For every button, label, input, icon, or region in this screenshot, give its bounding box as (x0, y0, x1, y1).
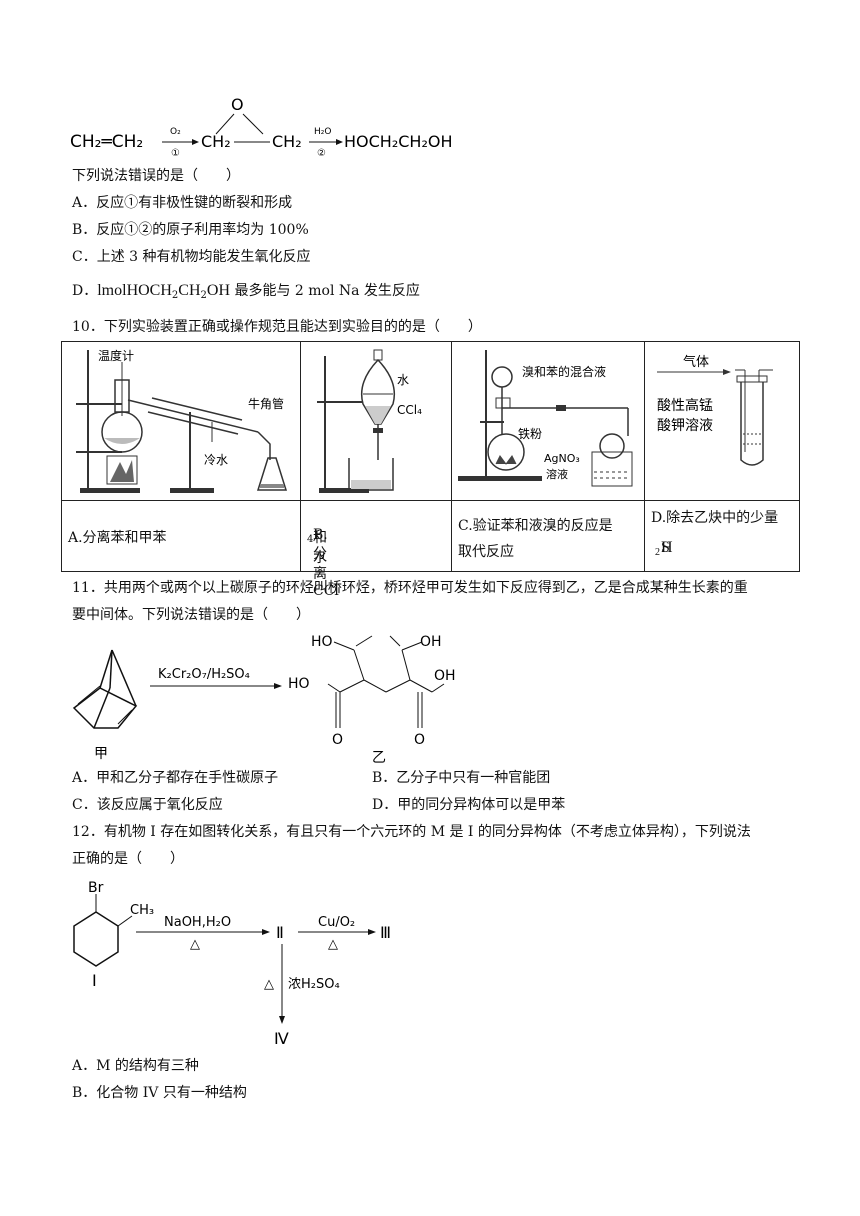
reagent-h2o: H₂O (314, 127, 331, 137)
gas-washing-figure: 气体 酸性高锰 酸钾溶液 (657, 354, 773, 466)
q9-option-b: B．反应①②的原子利用率均为 100% (72, 222, 309, 238)
label-water: 水 (397, 373, 409, 387)
caption-c-line1: C.验证苯和液溴的反应是 (458, 518, 613, 534)
q12-stem-line1: 12．有机物 I 存在如图转化关系，有且只有一个六元环的 M 是 I 的同分异构… (72, 824, 751, 840)
apparatus-b-cell: 水 CCl₄ (300, 341, 452, 501)
q9-option-a: A．反应①有非极性键的断裂和形成 (72, 195, 293, 211)
step-2-label: ② (317, 148, 326, 158)
q11-option-d: D．甲的同分异构体可以是甲苯 (372, 797, 566, 813)
reagent-h2so4: 浓H₂SO₄ (288, 977, 340, 992)
caption-a-cell: A.分离苯和甲苯 (61, 500, 301, 572)
step-1-label: ① (171, 148, 180, 158)
separatory-funnel-figure: 水 CCl₄ (317, 349, 422, 493)
label-jia: 甲 (94, 746, 108, 762)
label-compound-I: I (92, 971, 97, 990)
q9-reaction-scheme: CH₂═CH₂ O₂ ① O CH₂ CH₂ H₂O ② HOCH₂CH₂OH (70, 95, 452, 158)
oh-label-right: OH (434, 668, 456, 684)
q9-option-c: C．上述 3 种有机物均能发生氧化反应 (72, 249, 311, 265)
q11-option-b: B．乙分子中只有一种官能团 (372, 770, 551, 786)
reagent-o2: O₂ (170, 127, 181, 137)
label-br: Br (88, 880, 104, 896)
caption-c-line2: 取代反应 (458, 544, 514, 560)
reagent-naoh: NaOH,H₂O (164, 915, 231, 930)
heat-symbol-2: △ (328, 937, 338, 952)
epoxide-ch2-right: CH₂ (272, 132, 302, 151)
caption-d-line1: D.除去乙炔中的少量 (651, 510, 779, 526)
q11-option-c: C．该反应属于氧化反应 (72, 797, 223, 813)
label-iron-powder: 铁粉 (518, 427, 542, 441)
label-thermometer: 温度计 (98, 348, 134, 363)
q11-stem-line2: 要中间体。下列说法错误的是（ ） (72, 607, 310, 623)
heat-symbol-1: △ (190, 937, 200, 952)
apparatus-c-cell: 溴和苯的混合液 铁粉 AgNO₃ 溶液 (451, 341, 645, 501)
q12-option-b: B．化合物 IV 只有一种结构 (72, 1085, 247, 1101)
q12-stem-line2: 正确的是（ ） (72, 851, 184, 867)
label-ccl4: CCl₄ (397, 403, 422, 417)
label-cold-water: 冷水 (204, 453, 228, 467)
ethylene-formula: CH₂═CH₂ (70, 132, 143, 152)
q11-stem-line1: 11．共用两个或两个以上碳原子的环烃叫桥环烃，桥环烃甲可发生如下反应得到乙，乙是… (72, 580, 748, 596)
q10-apparatus-table: 温度计 冷水 牛角管 (61, 341, 800, 599)
reagent-cu-o2: Cu/O₂ (318, 915, 355, 930)
oh-label-top-right: OH (420, 634, 442, 650)
apparatus-a-cell: 温度计 冷水 牛角管 (61, 341, 301, 501)
label-agno3: AgNO₃ (544, 452, 580, 465)
label-ch3: CH₃ (130, 903, 154, 918)
q11-option-a: A．甲和乙分子都存在手性碳原子 (72, 770, 279, 786)
caption-a: A.分离苯和甲苯 (68, 530, 167, 546)
label-yi: 乙 (372, 750, 386, 766)
label-bromine-benzene: 溴和苯的混合液 (522, 364, 606, 379)
label-compound-IV: Ⅳ (274, 1029, 289, 1048)
o-label-left: O (332, 732, 343, 748)
q9-stem: 下列说法错误的是（ ） (72, 168, 240, 184)
epoxide-oxygen: O (231, 95, 244, 114)
q12-option-a: A．M 的结构有三种 (72, 1058, 199, 1074)
oh-label-top-left: HO (311, 634, 333, 650)
epoxide-ch2-left: CH₂ (201, 132, 231, 151)
label-kmno4-2: 酸钾溶液 (657, 418, 713, 434)
heat-symbol-3: △ (264, 977, 274, 992)
label-adapter: 牛角管 (248, 396, 284, 411)
caption-c-cell: C.验证苯和液溴的反应是取代反应 (451, 500, 645, 572)
label-solution: 溶液 (546, 467, 568, 481)
label-gas: 气体 (683, 354, 709, 370)
ethylene-glycol-formula: HOCH₂CH₂OH (344, 132, 452, 151)
label-kmno4-1: 酸性高锰 (657, 397, 713, 414)
q9-option-d: D．lmolHOCH2CH2OH 最多能与 2 mol Na 发生反应 (72, 282, 420, 301)
label-compound-II: Ⅱ (276, 923, 284, 942)
oh-label-left: HO (288, 676, 310, 692)
q12-reaction-scheme: Br CH₃ I NaOH,H₂O △ Ⅱ Cu/O₂ △ Ⅲ △ 浓H₂SO₄… (73, 880, 391, 1048)
q10-stem: 10．下列实验装置正确或操作规范且能达到实验目的的是（ ） (72, 319, 482, 335)
bromination-apparatus-figure: 溴和苯的混合液 铁粉 AgNO₃ 溶液 (458, 350, 633, 487)
q11-reaction-scheme: K₂Cr₂O₇/H₂SO₄ HO HO OH OH O O 甲 乙 (72, 634, 456, 766)
apparatus-d-cell: 气体 酸性高锰 酸钾溶液 (644, 341, 800, 501)
reagent-dichromate: K₂Cr₂O₇/H₂SO₄ (158, 667, 250, 682)
distillation-apparatus-figure: 温度计 冷水 牛角管 (76, 348, 288, 493)
o-label-right: O (414, 732, 425, 748)
label-compound-III: Ⅲ (380, 923, 391, 942)
